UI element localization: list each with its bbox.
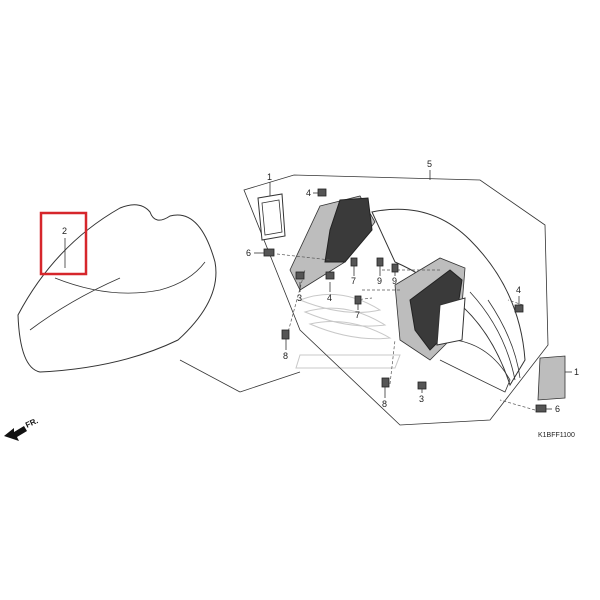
callout-6-left: 6 — [246, 248, 251, 258]
callout-4-right: 4 — [516, 285, 521, 295]
nut-3-bottom — [417, 381, 427, 390]
front-label: FR. — [24, 416, 39, 430]
nut-4-right — [514, 304, 524, 313]
assembly-outline — [243, 174, 549, 426]
nut-4-top — [317, 188, 327, 197]
callout-6-right: 6 — [555, 404, 560, 414]
callout-1-top: 1 — [267, 172, 272, 182]
callout-8-left: 8 — [283, 351, 288, 361]
front-arrow-icon — [4, 426, 27, 441]
callout-4-mid: 4 — [327, 293, 332, 303]
callout-2: 2 — [62, 226, 67, 236]
diagram-code: K1BFF1100 — [538, 432, 575, 439]
callout-7-a: 7 — [351, 276, 356, 286]
callout-7-b: 7 — [355, 310, 360, 320]
bolt-7-b — [354, 295, 362, 305]
callout-leaders — [64, 170, 572, 410]
callout-9-a: 9 — [377, 276, 382, 286]
reflector-plate-right — [436, 297, 466, 346]
callout-3-bottom: 3 — [419, 394, 424, 404]
front-fender-part-2[interactable] — [17, 204, 217, 373]
leader-fender — [179, 359, 241, 393]
bolt-6-left — [263, 248, 275, 257]
highlight-box-part-2 — [39, 211, 88, 276]
callout-3-top: 3 — [297, 293, 302, 303]
callout-4-top: 4 — [306, 188, 311, 198]
callout-8-bottom: 8 — [382, 399, 387, 409]
bolt-9-a — [376, 257, 384, 267]
callout-5: 5 — [427, 159, 432, 169]
bolt-6-right — [535, 404, 547, 413]
nut-4-mid — [325, 271, 335, 280]
nut-3-top — [295, 271, 305, 280]
callout-9-b: 9 — [392, 276, 397, 286]
bolt-8-bottom — [381, 377, 390, 388]
bolt-9-b — [391, 263, 399, 273]
bolt-7-a — [350, 257, 358, 267]
inner-fender-part-5[interactable] — [289, 195, 526, 393]
watermark-logo — [295, 293, 401, 369]
reflector-part-1-right[interactable] — [537, 355, 566, 401]
reflector-part-1-top[interactable] — [257, 193, 286, 241]
front-direction-indicator: FR. — [4, 416, 40, 441]
bolt-8-left — [281, 329, 290, 340]
callout-labels: 2 5 1 1 4 4 4 6 6 7 7 9 9 3 3 8 8 — [62, 159, 579, 414]
callout-1-right: 1 — [574, 367, 579, 377]
